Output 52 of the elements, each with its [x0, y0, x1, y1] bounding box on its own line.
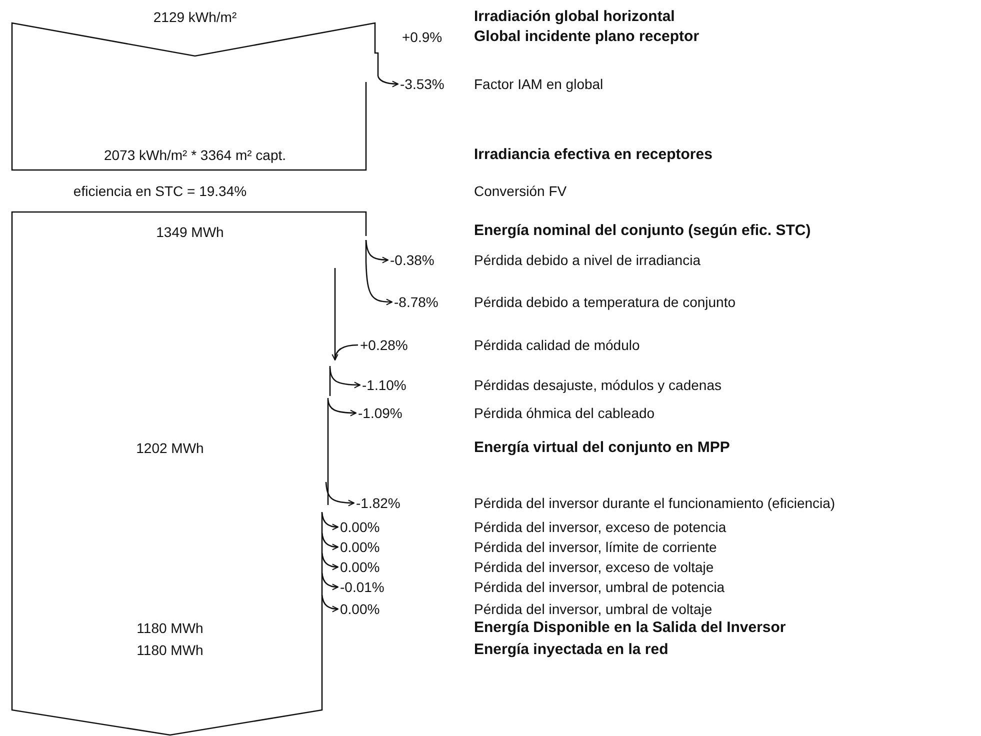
loss-arrow — [327, 400, 357, 416]
stage-label: Energía inyectada en la red — [474, 642, 668, 658]
stage-label: Irradiancia efectiva en receptores — [474, 147, 712, 163]
loss-description: Pérdida del inversor durante el funcionamiento (eficiencia) — [474, 495, 836, 511]
loss-arrow — [321, 512, 339, 530]
loss-value: -1.10% — [362, 377, 406, 393]
loss-description: Pérdida del inversor, umbral de potencia — [474, 579, 725, 595]
loss-description: Pérdida debido a temperatura de conjunto — [474, 294, 736, 310]
stage-label: Global incidente plano receptor — [474, 29, 700, 45]
loss-description: Pérdida del inversor, umbral de voltaje — [474, 601, 712, 617]
loss-arrow — [365, 262, 393, 306]
loss-arrow — [332, 344, 358, 361]
loss-description: Pérdida óhmica del cableado — [474, 405, 655, 421]
loss-arrow — [321, 572, 339, 590]
note-text: eficiencia en STC = 19.34% — [73, 183, 247, 199]
loss-arrow — [321, 532, 339, 550]
loss-value: -0.01% — [340, 579, 384, 595]
loss-description: Pérdida del inversor, exceso de voltaje — [474, 559, 714, 575]
loss-description: Factor IAM en global — [474, 76, 604, 92]
loss-description: Pérdida debido a nivel de irradiancia — [474, 252, 700, 268]
energy-value: 1349 MWh — [156, 224, 224, 240]
loss-description: Pérdidas desajuste, módulos y cadenas — [474, 377, 722, 393]
loss-value: +0.28% — [360, 337, 408, 353]
loss-value: -8.78% — [394, 294, 438, 310]
energy-value: 1180 MWh — [136, 620, 204, 636]
loss-description: Pérdida calidad de módulo — [474, 337, 640, 353]
stage-label: Energía nominal del conjunto (según efic. STC) — [474, 223, 811, 239]
note-text: +0.9% — [402, 29, 442, 45]
loss-description: Pérdida del inversor, límite de corriente — [474, 539, 717, 555]
loss-value: -1.82% — [356, 495, 400, 511]
loss-value: 0.00% — [340, 601, 380, 617]
loss-arrow — [377, 76, 399, 88]
stage-label: Energía Disponible en la Salida del Inversor — [474, 620, 786, 636]
loss-arrow — [321, 594, 339, 612]
stage-label: Energía virtual del conjunto en MPP — [474, 440, 730, 456]
loss-arrow — [325, 482, 355, 506]
loss-value: -3.53% — [400, 76, 444, 92]
loss-value: 0.00% — [340, 539, 380, 555]
loss-value: 0.00% — [340, 559, 380, 575]
stage-label: Irradiación global horizontal — [474, 9, 675, 25]
loss-arrow — [329, 368, 361, 388]
energy-value: 1180 MWh — [136, 642, 204, 658]
loss-arrow — [365, 240, 389, 264]
energy-value: 2073 kWh/m² * 3364 m² capt. — [104, 147, 286, 163]
loss-description: Conversión FV — [474, 183, 567, 199]
loss-value: 0.00% — [340, 519, 380, 535]
loss-arrow — [321, 552, 339, 570]
energy-value: 2129 kWh/m² — [153, 9, 237, 25]
energy-value: 1202 MWh — [136, 440, 204, 456]
loss-value: -0.38% — [390, 252, 434, 268]
loss-description: Pérdida del inversor, exceso de potencia — [474, 519, 726, 535]
loss-value: -1.09% — [358, 405, 402, 421]
